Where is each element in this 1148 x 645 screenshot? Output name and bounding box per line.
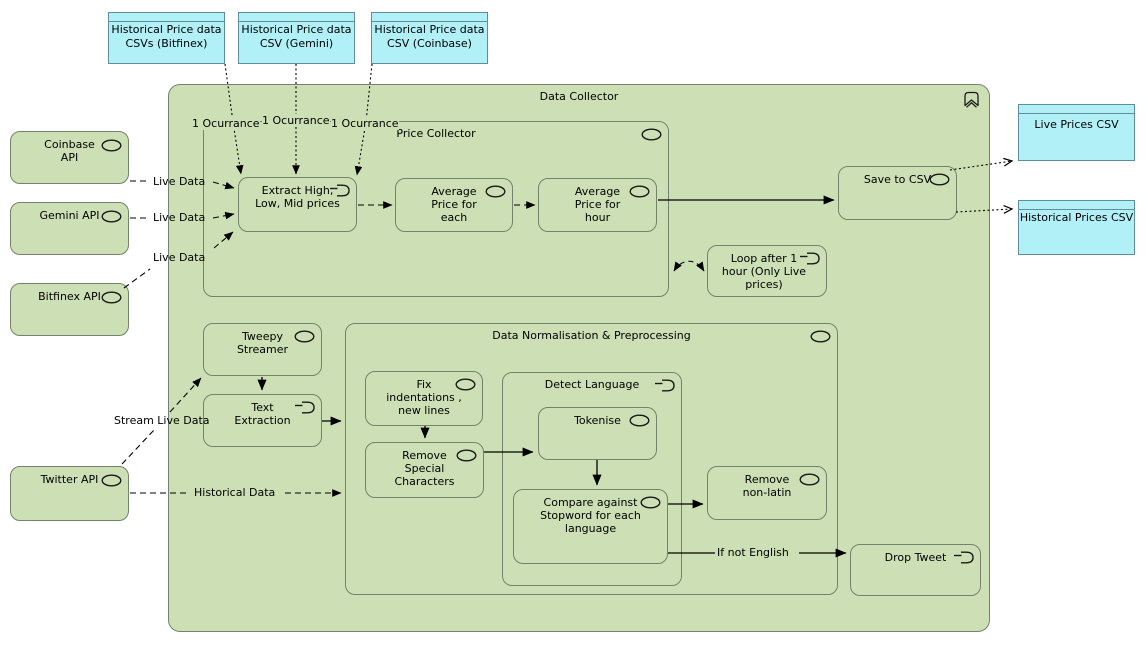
- edge-label-historical-data: Historical Data: [194, 486, 276, 499]
- artifact-historical-price-csv-coinbase[interactable]: Historical Price data CSV (Coinbase): [371, 12, 488, 64]
- node-label: Compare against Stopword for each langua…: [540, 496, 641, 535]
- artifact-header-band: [1019, 201, 1134, 210]
- node-label: Bitfinex API: [38, 290, 101, 303]
- node-label: Gemini API: [39, 209, 100, 222]
- detect-language-title: Detect Language: [544, 378, 640, 391]
- node-bitfinex-api[interactable]: Bitfinex API: [10, 283, 129, 336]
- artifact-historical-price-csv-gemini[interactable]: Historical Price data CSV (Gemini): [238, 12, 355, 64]
- edge-label-live-data-1: Live Data: [153, 175, 206, 188]
- node-twitter-api[interactable]: Twitter API: [10, 466, 129, 521]
- edge-label-ocurrance-2: 1 Ocurrance: [262, 114, 330, 127]
- node-label: Average Price for each: [431, 185, 477, 224]
- artifact-label: Historical Prices CSV: [1019, 211, 1134, 224]
- artifact-header-band: [1019, 105, 1134, 114]
- artifact-live-prices-csv[interactable]: Live Prices CSV: [1018, 104, 1135, 161]
- data-collector-title: Data Collector: [539, 90, 619, 103]
- price-collector-title: Price Collector: [396, 127, 476, 140]
- node-compare-stopword[interactable]: Compare against Stopword for each langua…: [513, 489, 668, 564]
- edge-label-ocurrance-3: 1 Ocurrance: [331, 117, 399, 130]
- node-label: Coinbase API: [44, 138, 95, 164]
- node-loop-after-1-hour[interactable]: Loop after 1 hour (Only Live prices): [707, 245, 827, 297]
- node-fix-indentations[interactable]: Fix indentations , new lines: [365, 371, 483, 426]
- node-label: Tweepy Streamer: [236, 330, 289, 356]
- node-coinbase-api[interactable]: Coinbase API: [10, 131, 129, 184]
- artifact-historical-prices-csv[interactable]: Historical Prices CSV: [1018, 200, 1135, 255]
- node-label: Twitter API: [40, 473, 99, 486]
- edge-label-stream-live-data: Stream Live Data: [114, 414, 210, 427]
- node-tweepy-streamer[interactable]: Tweepy Streamer: [203, 323, 322, 376]
- artifact-label: Live Prices CSV: [1034, 118, 1119, 131]
- node-remove-special-characters[interactable]: Remove Special Characters: [365, 442, 484, 498]
- artifact-header-band: [239, 13, 354, 22]
- node-save-to-csv[interactable]: Save to CSV: [838, 166, 957, 220]
- node-label: Fix indentations , new lines: [386, 378, 462, 417]
- node-gemini-api[interactable]: Gemini API: [10, 202, 129, 255]
- node-label: Text Extraction: [234, 401, 291, 427]
- artifact-label: Historical Price data CSVs (Bitfinex): [111, 23, 222, 50]
- node-label: Average Price for hour: [574, 185, 621, 224]
- artifact-historical-price-csv-bitfinex[interactable]: Historical Price data CSVs (Bitfinex): [108, 12, 225, 64]
- node-label: Remove Special Characters: [394, 449, 455, 488]
- node-extract-prices[interactable]: Extract High, Low, Mid prices: [238, 177, 357, 232]
- node-average-price-each[interactable]: Average Price for each: [395, 178, 513, 232]
- node-remove-non-latin[interactable]: Remove non-latin: [707, 466, 827, 520]
- node-label: Loop after 1 hour (Only Live prices): [721, 252, 807, 291]
- edge-label-live-data-2: Live Data: [153, 211, 206, 224]
- node-label: Remove non-latin: [742, 473, 792, 499]
- node-average-price-hour[interactable]: Average Price for hour: [538, 178, 657, 232]
- edge-label-live-data-3: Live Data: [153, 251, 206, 264]
- node-text-extraction[interactable]: Text Extraction: [203, 394, 322, 447]
- node-label: Tokenise: [574, 414, 621, 427]
- node-drop-tweet[interactable]: Drop Tweet: [850, 544, 981, 596]
- node-label: Save to CSV: [863, 173, 932, 186]
- edge-label-ocurrance-1: 1 Ocurrance: [192, 117, 260, 130]
- edge-label-if-not-english: If not English: [717, 546, 789, 559]
- data-normalisation-title: Data Normalisation & Preprocessing: [492, 329, 691, 342]
- artifact-label: Historical Price data CSV (Gemini): [241, 23, 352, 50]
- artifact-header-band: [372, 13, 487, 22]
- node-label: Extract High, Low, Mid prices: [255, 184, 340, 210]
- node-label: Drop Tweet: [884, 551, 947, 564]
- edge-twitter-stream: [121, 428, 156, 465]
- node-tokenise[interactable]: Tokenise: [538, 407, 657, 460]
- artifact-label: Historical Price data CSV (Coinbase): [374, 23, 485, 50]
- artifact-header-band: [109, 13, 224, 22]
